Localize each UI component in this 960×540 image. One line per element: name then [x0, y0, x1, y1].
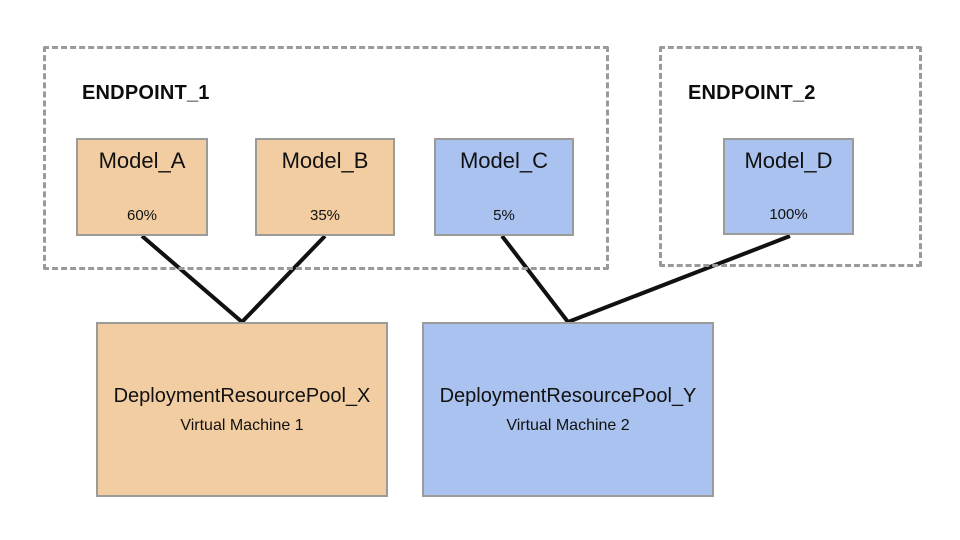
model-name-model-d: Model_D — [744, 148, 833, 173]
model-box-model-c[interactable]: Model_C 5% — [434, 138, 574, 236]
model-traffic-model-a: 60% — [126, 207, 158, 224]
endpoint-group-endpoint-1[interactable] — [43, 46, 609, 270]
model-name-model-c: Model_C — [459, 148, 549, 173]
endpoint-group-endpoint-2[interactable] — [659, 46, 922, 267]
pool-box-pool-y[interactable]: DeploymentResourcePool_Y Virtual Machine… — [422, 322, 714, 497]
model-name-model-a: Model_A — [98, 148, 186, 173]
model-box-model-a[interactable]: Model_A 60% — [76, 138, 208, 236]
model-traffic-model-b: 35% — [309, 207, 341, 224]
model-box-model-d[interactable]: Model_D 100% — [723, 138, 854, 235]
pool-machine-pool-x: Virtual Machine 1 — [180, 416, 304, 434]
pool-box-pool-x[interactable]: DeploymentResourcePool_X Virtual Machine… — [96, 322, 388, 497]
pool-machine-pool-y: Virtual Machine 2 — [506, 416, 630, 434]
model-name-model-b: Model_B — [281, 148, 369, 173]
endpoint-title-endpoint-1: ENDPOINT_1 — [82, 82, 210, 104]
model-traffic-model-c: 5% — [493, 207, 515, 224]
pool-name-pool-x: DeploymentResourcePool_X — [113, 384, 371, 407]
model-box-model-b[interactable]: Model_B 35% — [255, 138, 395, 236]
endpoint-title-endpoint-2: ENDPOINT_2 — [688, 82, 816, 104]
model-traffic-model-d: 100% — [769, 206, 808, 223]
pool-name-pool-y: DeploymentResourcePool_Y — [439, 384, 697, 407]
